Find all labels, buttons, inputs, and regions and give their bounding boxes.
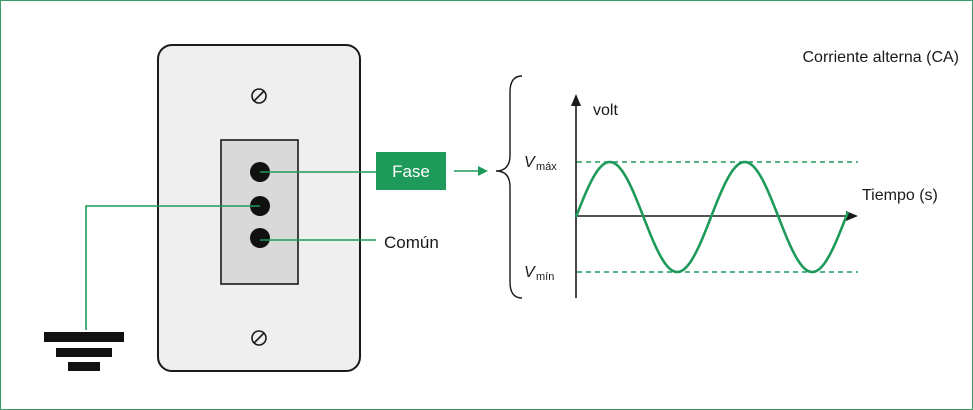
common-label: Común	[384, 233, 439, 252]
screw-icon	[251, 330, 267, 346]
vmax-subscript: máx	[536, 161, 557, 173]
vmax-label: V	[524, 154, 536, 171]
sine-wave	[574, 160, 850, 274]
screw-icon	[251, 88, 267, 104]
diagram-title: Corriente alterna (CA)	[803, 49, 960, 66]
phase-label: Fase	[392, 162, 430, 181]
graph-brace	[495, 75, 523, 299]
x-axis-label: Tiempo (s)	[862, 187, 938, 204]
ground-icon	[44, 332, 124, 371]
socket-hole-common	[250, 228, 270, 248]
x-axis-arrow	[846, 211, 858, 221]
arrow-head	[478, 166, 488, 176]
vmin-subscript: mín	[536, 271, 554, 283]
phase-label-box	[376, 152, 446, 190]
vmin-label: V	[524, 264, 536, 281]
y-axis-arrow	[571, 94, 581, 106]
ground-wire	[85, 205, 260, 330]
y-axis-label: volt	[593, 102, 618, 119]
